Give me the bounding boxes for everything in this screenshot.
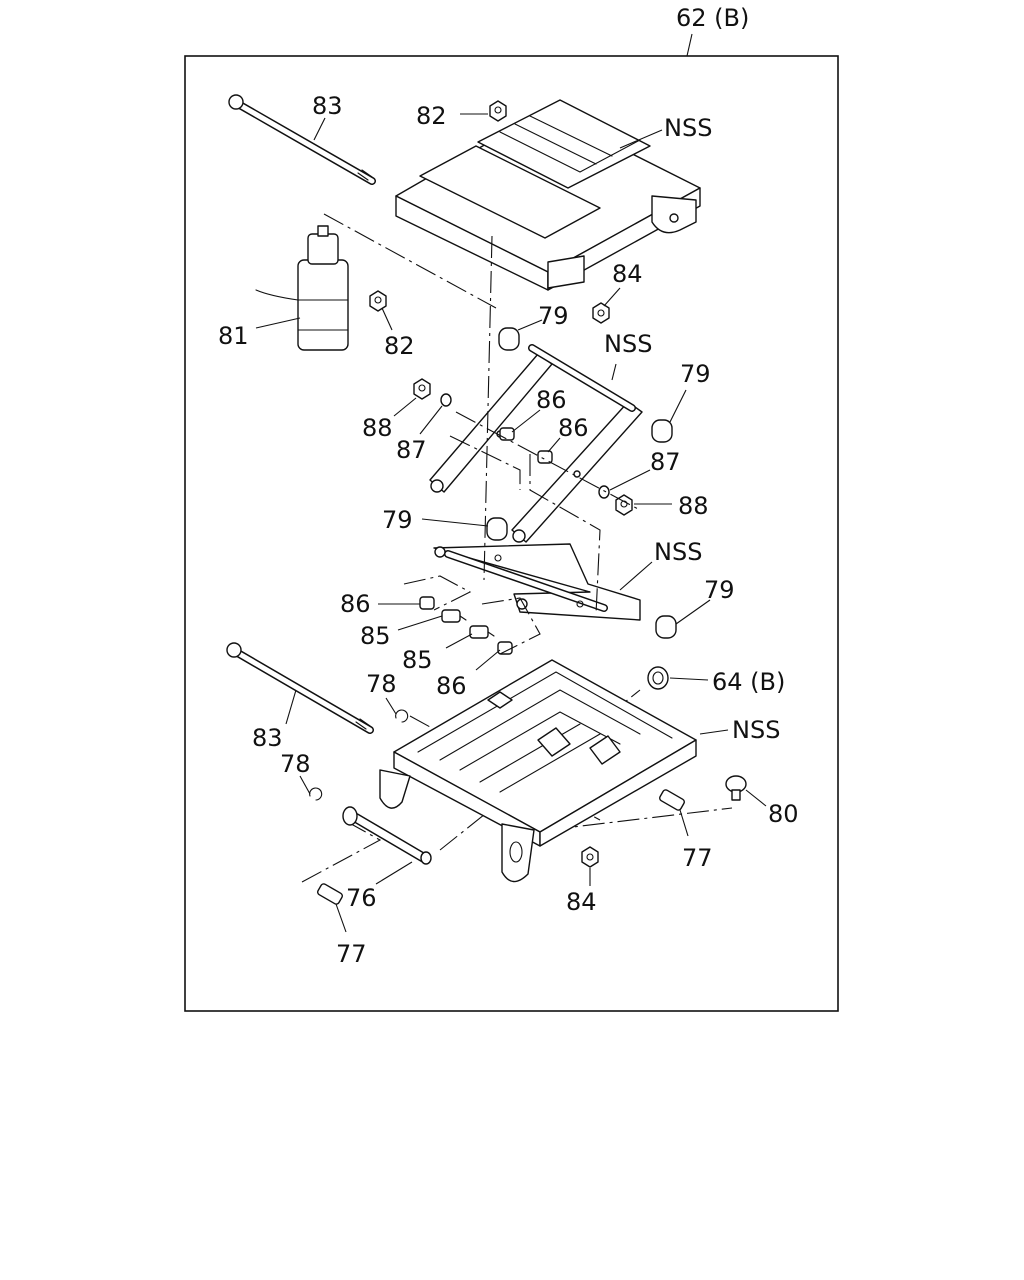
- callout-88-b: 88: [678, 492, 709, 520]
- nut-84-top: [592, 302, 610, 324]
- bolt-77-b: [317, 883, 343, 905]
- callout-88-a: 88: [362, 414, 393, 442]
- callout-nss-mid: NSS: [604, 330, 652, 358]
- knob-80: [725, 775, 747, 801]
- scissor-upper-link: [429, 344, 643, 543]
- group-label: 62 (B): [676, 4, 749, 32]
- callout-79-b: 79: [680, 360, 711, 388]
- callout-78-b: 78: [280, 750, 311, 778]
- callout-84-top: 84: [612, 260, 643, 288]
- callout-86-c: 86: [340, 590, 371, 618]
- nut-88-a: [413, 378, 431, 400]
- nut-82-mid: [369, 290, 387, 312]
- callout-86-d: 86: [436, 672, 467, 700]
- clip-78-a: [395, 709, 409, 723]
- callout-85-b: 85: [402, 646, 433, 674]
- callout-84-bottom: 84: [566, 888, 597, 916]
- long-pin-83-top: [228, 94, 376, 185]
- bolt-77-a: [659, 789, 685, 811]
- callout-83-bottom: 83: [252, 724, 283, 752]
- callout-87-b: 87: [650, 448, 681, 476]
- diagram-frame: [184, 55, 839, 1012]
- clip-78-b: [309, 787, 323, 801]
- callout-77-b: 77: [336, 940, 367, 968]
- callout-83-top: 83: [312, 92, 343, 120]
- pin-86-a: [499, 427, 515, 441]
- washer-87-a: [440, 393, 452, 407]
- callout-nss-top: NSS: [664, 114, 712, 142]
- callout-81: 81: [218, 322, 249, 350]
- callout-86-a: 86: [536, 386, 567, 414]
- callout-78-a: 78: [366, 670, 397, 698]
- callout-82-top: 82: [416, 102, 447, 130]
- nut-82-top: [489, 100, 507, 122]
- callout-87-a: 87: [396, 436, 427, 464]
- group-label-leader: [686, 33, 693, 57]
- scissor-lower-link: [433, 543, 641, 621]
- bushing-79-a: [498, 327, 520, 351]
- callout-86-b: 86: [558, 414, 589, 442]
- knob-64b: [647, 666, 669, 690]
- callout-85-a: 85: [360, 622, 391, 650]
- bushing-79-c: [486, 517, 508, 541]
- callout-64b: 64 (B): [712, 668, 785, 696]
- bushing-79-d: [655, 615, 677, 639]
- callout-79-c: 79: [382, 506, 413, 534]
- actuator-81: [255, 225, 349, 351]
- callout-82-mid: 82: [384, 332, 415, 360]
- washer-87-b: [598, 485, 610, 499]
- base-frame: [379, 659, 697, 883]
- bolt-85-a: [441, 609, 467, 623]
- callout-76: 76: [346, 884, 377, 912]
- callout-labels: 83 82 NSS 84 81 82 79 NSS 79 88 87 86 86…: [218, 92, 799, 968]
- nut-88-b: [615, 494, 633, 516]
- shaft-76: [342, 806, 432, 865]
- callout-77-a: 77: [682, 844, 713, 872]
- callout-80: 80: [768, 800, 799, 828]
- callout-79-a: 79: [538, 302, 569, 330]
- nut-84-bottom: [581, 846, 599, 868]
- leader-lines: [255, 113, 767, 933]
- upper-seat-frame: [395, 99, 701, 291]
- pin-86-c: [419, 596, 435, 610]
- pin-86-d: [497, 641, 513, 655]
- bushing-79-b: [651, 419, 673, 443]
- callout-nss-low: NSS: [654, 538, 702, 566]
- callout-nss-base: NSS: [732, 716, 780, 744]
- long-pin-83-bottom: [226, 642, 374, 734]
- callout-79-d: 79: [704, 576, 735, 604]
- pin-86-b: [537, 450, 553, 464]
- bolt-85-b: [469, 625, 495, 639]
